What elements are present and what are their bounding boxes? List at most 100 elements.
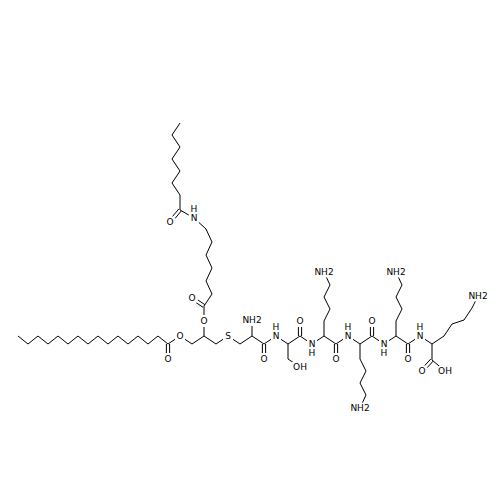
bond-line — [370, 327, 371, 336]
bond-line — [334, 344, 335, 353]
bond-line — [38, 336, 48, 344]
bond-line — [353, 339, 360, 344]
bond-line — [108, 336, 118, 344]
bond-line — [128, 336, 138, 344]
bond-line — [264, 339, 271, 344]
bond-line — [399, 277, 402, 285]
bond-line — [58, 336, 68, 344]
bond-line — [472, 301, 475, 308]
atom-label: N — [344, 331, 353, 341]
bond-line — [252, 326, 253, 336]
atom-label: NH2 — [467, 291, 488, 301]
bond-line — [464, 308, 472, 320]
atom-label: O — [165, 217, 174, 227]
bond-line — [425, 339, 432, 344]
bond-line — [324, 336, 336, 344]
atom-label: O — [199, 316, 208, 326]
bond-line — [409, 344, 410, 353]
bond-line — [172, 123, 180, 135]
bond-line — [233, 339, 240, 344]
bond-line — [138, 336, 148, 344]
bond-line — [360, 336, 372, 344]
bond-line — [389, 336, 396, 341]
atom-label: O — [163, 354, 172, 364]
bond-line — [301, 327, 302, 336]
bond-line — [172, 159, 180, 171]
bond-line — [180, 210, 189, 215]
bond-line — [98, 336, 108, 344]
bond-line — [360, 371, 366, 383]
bond-line — [432, 344, 433, 360]
bond-line — [204, 306, 205, 315]
bond-line — [28, 336, 38, 344]
atom-label: H — [272, 322, 281, 332]
atom-label: OH — [292, 362, 308, 372]
bond-line — [396, 297, 402, 309]
bond-line — [169, 344, 170, 353]
bond-line — [206, 268, 212, 281]
bond-line — [444, 324, 452, 336]
bond-line — [317, 336, 324, 341]
bond-line — [206, 242, 212, 255]
bond-line — [148, 336, 158, 344]
bond-line — [324, 297, 330, 309]
bond-line — [252, 336, 264, 344]
bond-line — [396, 309, 402, 321]
bond-line — [185, 339, 192, 344]
bond-line — [360, 359, 366, 371]
bond-line — [168, 339, 175, 344]
bond-line — [363, 395, 366, 403]
bond-line — [204, 294, 212, 306]
bond-line — [206, 229, 212, 242]
bond-line — [172, 171, 180, 183]
bond-line — [206, 255, 212, 268]
bond-line — [180, 195, 181, 210]
bond-line — [396, 336, 408, 344]
atom-label: OH — [437, 366, 453, 376]
bond-line — [204, 327, 205, 336]
bond-line — [327, 277, 330, 285]
atom-label: O — [187, 293, 196, 303]
atom-label: N — [272, 331, 281, 341]
atom-label: O — [331, 354, 340, 364]
bond-line — [172, 147, 180, 159]
bond-line — [360, 383, 366, 395]
bond-line — [336, 339, 343, 344]
bond-line — [68, 336, 78, 344]
bond-line — [396, 321, 397, 336]
atom-label: O — [417, 366, 426, 376]
bond-line — [408, 339, 415, 344]
bond-line — [298, 327, 299, 336]
bond-line — [288, 344, 289, 359]
atom-label: H — [416, 322, 425, 332]
bond-line — [427, 361, 433, 368]
bond-line — [373, 327, 374, 336]
bond-line — [324, 309, 330, 321]
bond-line — [288, 336, 300, 344]
atom-label: N — [190, 213, 199, 223]
bond-line — [216, 339, 223, 344]
bond-line — [432, 336, 444, 344]
bond-line — [406, 344, 407, 353]
bond-line — [192, 336, 204, 344]
atom-label: H — [308, 348, 317, 358]
bond-line — [88, 336, 98, 344]
atom-label: H — [190, 204, 199, 214]
bond-line — [281, 339, 288, 344]
atom-label: NH2 — [313, 267, 334, 277]
bond-line — [204, 336, 216, 344]
bond-line — [262, 344, 263, 353]
bond-line — [324, 285, 330, 297]
bond-line — [240, 336, 252, 344]
bond-line — [360, 344, 361, 359]
bond-line — [78, 336, 88, 344]
atom-label: S — [224, 331, 232, 341]
bond-line — [166, 344, 167, 353]
atom-label: O — [259, 354, 268, 364]
atom-label: NH2 — [385, 267, 406, 277]
bond-line — [172, 183, 180, 195]
bond-line — [206, 281, 212, 294]
